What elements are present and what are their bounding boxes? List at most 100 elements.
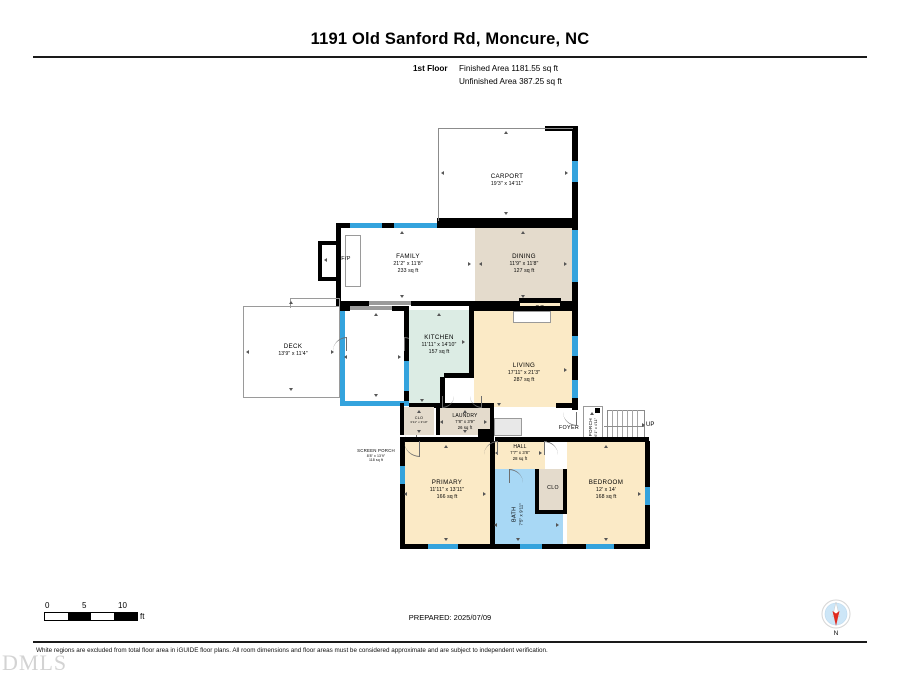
wall-porch-top-b <box>392 306 408 311</box>
room-hall <box>495 441 545 469</box>
arrow-laundry-bottom <box>463 430 467 433</box>
wall-bath-bottom <box>490 544 520 549</box>
wall-bedroom-bottom-b <box>614 544 650 549</box>
stair-tread-6 <box>637 410 638 444</box>
wall-family-left <box>336 223 341 306</box>
window-porch-left <box>340 310 345 406</box>
arrow-living-bottom <box>497 403 501 406</box>
window-bedroom-right <box>645 487 650 505</box>
dim-carport-top <box>438 128 573 129</box>
footer-divider <box>33 641 867 643</box>
prepared-date: PREPARED: 2025/07/09 <box>408 613 492 622</box>
floor-plan-drawing: CARPORT 19'3" x 14'11" F/P FAMILY 21'2" … <box>0 100 900 580</box>
label-closet-hall: CLO <box>547 485 559 491</box>
wall-closet-left-left <box>400 403 404 435</box>
arrow-stairs-up <box>642 423 645 427</box>
arrow-dining-bottom <box>521 295 525 298</box>
arrow-laundry-right <box>484 420 487 424</box>
wall-porch-top-a <box>340 306 350 311</box>
living-built-in <box>513 311 551 323</box>
arrow-primary-top <box>444 445 448 448</box>
arrow-kitchen-right <box>462 340 465 344</box>
window-living-right-b <box>572 380 578 398</box>
wall-closet-hall-bottom <box>535 510 567 514</box>
wall-family-bottom-b <box>411 301 475 306</box>
label-dining: DINING 11'9" x 11'8" 127 sq ft <box>509 253 539 274</box>
door-swing-foyer <box>563 412 577 426</box>
scale-label-5: 5 <box>82 601 87 610</box>
wall-primary-top <box>400 437 494 442</box>
room-family <box>340 223 475 306</box>
label-fireplace-left: F/P <box>341 256 351 262</box>
door-swing-porch-left <box>333 337 347 351</box>
arrow-dining-top <box>521 231 525 234</box>
deck-step-1 <box>290 298 340 308</box>
label-laundry: LAUNDRY 7'8" x 3'9" 26 sq ft <box>452 413 478 430</box>
arrow-kitchen-bottom <box>420 399 424 402</box>
arrow-closet-left-top <box>417 410 421 413</box>
label-bath: BATH 7'5" x 9'11" <box>511 503 524 526</box>
wall-primary-left-a <box>400 441 405 466</box>
wall-living-right-a <box>572 306 578 336</box>
window-dining-right <box>572 230 578 282</box>
wall-laundry-top <box>409 403 494 408</box>
arrow-dining-right <box>564 262 567 266</box>
arrow-deck-top <box>289 301 293 304</box>
fireplace-left-frame-b <box>318 241 322 281</box>
wall-carport-bottom <box>437 218 578 223</box>
arrow-porch-bottom <box>374 394 378 397</box>
arrow-family-top <box>400 231 404 234</box>
wall-carport-right <box>572 126 578 161</box>
page-title: 1191 Old Sanford Rd, Moncure, NC <box>310 30 590 48</box>
window-bath-bottom <box>520 544 542 549</box>
wall-kitchen-ell-top <box>444 373 474 378</box>
wall-hall-top <box>495 437 547 442</box>
porch-newel-post <box>595 408 600 413</box>
stair-tread-5 <box>632 410 633 444</box>
wall-family-top-c <box>437 223 578 228</box>
wall-primary-left-b <box>400 484 405 548</box>
room-bedroom <box>567 441 645 544</box>
scale-label-10: 10 <box>118 601 127 610</box>
arrow-deck-left <box>246 350 249 354</box>
stair-tread-3 <box>622 410 623 444</box>
window-porch-right <box>404 361 409 391</box>
arrow-bedroom-right <box>638 492 641 496</box>
window-primary-left <box>400 466 405 484</box>
wall-porch-right-bot <box>404 391 409 406</box>
wall-living-right-b <box>572 356 578 380</box>
wall-family-bottom <box>336 301 369 306</box>
compass-north-label: N <box>833 630 839 637</box>
wall-closet-hall-right <box>563 469 567 514</box>
wall-kitchen-right-top <box>469 306 474 377</box>
arrow-family-right <box>468 262 471 266</box>
arrow-living-right <box>564 368 567 372</box>
label-closet-left: CLO 3'11" x 3'10" <box>410 416 428 424</box>
finished-area-text: Finished Area 1181.55 sq ft <box>459 64 559 73</box>
wall-porch-top-thin <box>350 306 392 310</box>
room-kitchen-ell <box>409 377 444 407</box>
room-primary <box>404 441 490 544</box>
scale-bar <box>44 612 138 621</box>
stair-tread-1 <box>612 410 613 444</box>
wall-laundry-right <box>490 407 494 435</box>
arrow-closet-left-bottom <box>417 430 421 433</box>
dim-carport-left <box>438 128 439 221</box>
arrow-family-bottom <box>400 295 404 298</box>
wall-laundry-left <box>436 407 440 435</box>
fireplace-left-frame-c <box>318 277 340 281</box>
wall-dining-right-bot <box>572 282 578 306</box>
label-screen-porch: SCREEN PORCH 8'8" x 13'9" 118 sq ft <box>357 448 395 463</box>
wall-bedroom-right-a <box>645 441 650 487</box>
arrow-bath-bottom <box>516 538 520 541</box>
fireplace-right-frame <box>519 298 561 302</box>
wall-dining-right-top <box>572 223 578 230</box>
arrow-primary-right <box>483 492 486 496</box>
fireplace-left-frame <box>318 241 340 245</box>
wall-kitchen-ell-right <box>440 377 445 407</box>
room-screen-porch <box>344 310 408 406</box>
arrow-dining-left <box>479 262 482 266</box>
room-bath-ell <box>539 510 563 544</box>
compass-rose-icon <box>821 599 851 629</box>
